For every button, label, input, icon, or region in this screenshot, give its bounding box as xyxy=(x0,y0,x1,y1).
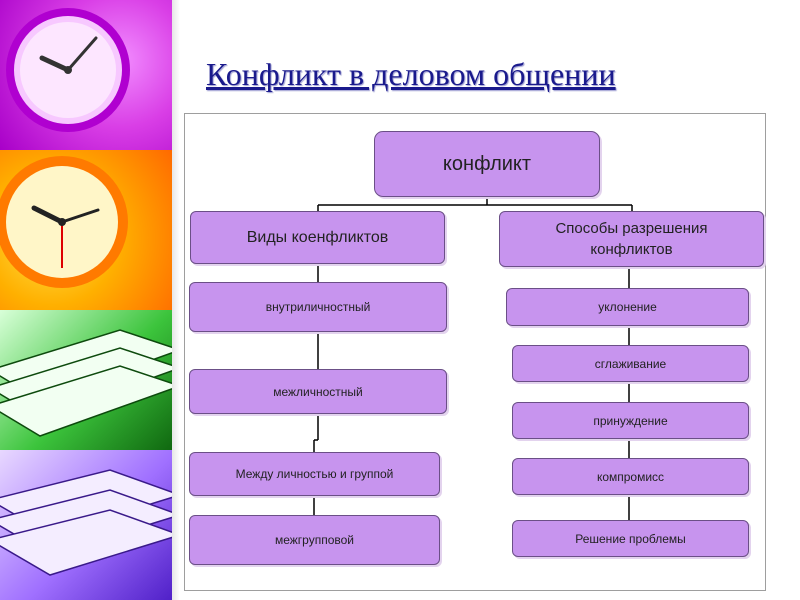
resolution-node-label: Решение проблемы xyxy=(575,531,686,546)
resolution-heading-node: Способы разрешения конфликтов xyxy=(499,211,764,267)
types-heading-label: Виды коенфликтов xyxy=(246,228,389,246)
type-node-intergroup: межгрупповой xyxy=(189,515,440,565)
papers-photo-violet xyxy=(0,450,172,600)
type-node-interpersonal: межличностный xyxy=(189,369,447,414)
resolution-node-label: принуждение xyxy=(593,413,668,428)
resolution-heading-line1: Способы разрешения xyxy=(555,220,708,237)
decorative-photo-strip xyxy=(0,0,172,600)
types-heading-node: Виды коенфликтов xyxy=(190,211,445,264)
resolution-node-problem-solving: Решение проблемы xyxy=(512,520,749,557)
strip-divider xyxy=(172,0,180,600)
root-node-conflict: конфликт xyxy=(374,131,600,197)
slide-title: Конфликт в деловом общении xyxy=(206,56,616,92)
resolution-node-smoothing: сглаживание xyxy=(512,345,749,382)
root-node-label: конфликт xyxy=(442,152,532,175)
type-node-intrapersonal: внутриличностный xyxy=(189,282,447,332)
resolution-node-label: компромисс xyxy=(596,469,665,484)
resolution-node-avoidance: уклонение xyxy=(506,288,749,326)
resolution-node-compromise: компромисс xyxy=(512,458,749,495)
papers-photo-green xyxy=(0,310,172,450)
resolution-node-coercion: принуждение xyxy=(512,402,749,439)
type-node-label: внутриличностный xyxy=(265,300,371,314)
type-node-person-group: Между личностью и группой xyxy=(189,452,440,496)
type-node-label: Между личностью и группой xyxy=(235,467,394,481)
type-node-label: межличностный xyxy=(273,384,363,399)
clock-photo-pink xyxy=(0,0,172,150)
resolution-heading-line2: конфликтов xyxy=(590,241,673,258)
type-node-label: межгрупповой xyxy=(274,533,355,547)
resolution-node-label: сглаживание xyxy=(594,356,667,371)
clock-photo-yellow xyxy=(0,150,172,310)
resolution-node-label: уклонение xyxy=(598,300,657,314)
